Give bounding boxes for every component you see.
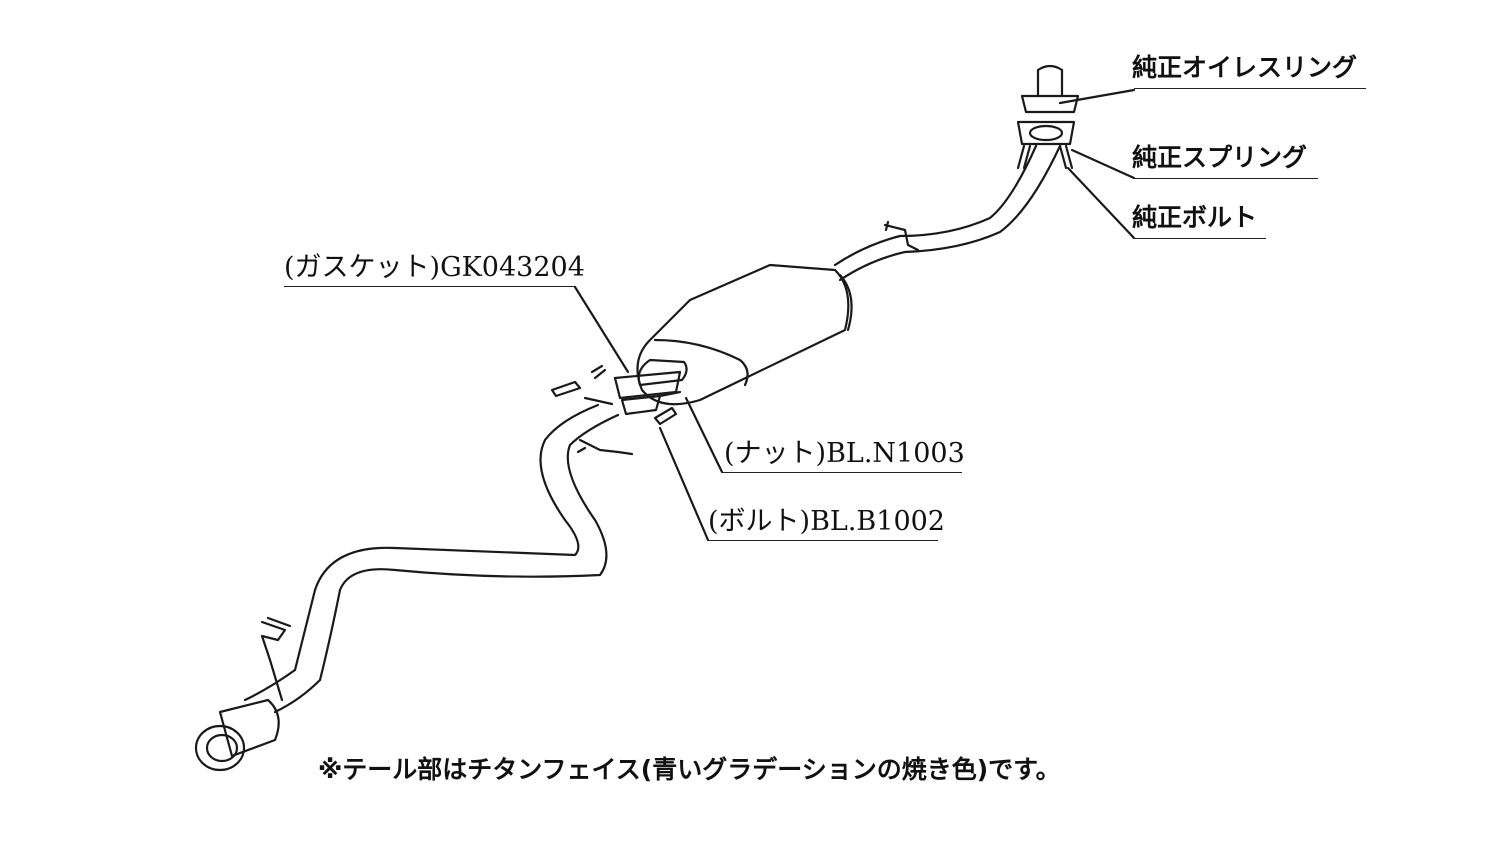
leader-bolt-stock xyxy=(1066,166,1136,240)
tail-body xyxy=(218,698,280,758)
muffler-outlet xyxy=(637,358,688,387)
underline-bolt xyxy=(708,540,938,541)
label-nut: (ナット)BL.N1003 xyxy=(724,438,965,469)
bolt-piece-1 xyxy=(550,380,582,398)
front-pipe-inner xyxy=(833,144,1038,267)
leader-oil-ring xyxy=(1058,88,1136,105)
spring-left xyxy=(1016,144,1032,170)
mid-pipe-outer xyxy=(318,413,620,682)
front-hanger xyxy=(883,220,920,252)
mid-pipe-inner xyxy=(293,403,600,672)
inlet-pipe xyxy=(1036,64,1064,98)
underline-gasket xyxy=(284,286,576,287)
tail-pipe-outer xyxy=(273,678,322,714)
tail-tip xyxy=(194,724,246,772)
label-gasket: (ガスケット)GK043204 xyxy=(284,252,585,283)
bolt-piece-2 xyxy=(590,364,607,380)
leader-nut xyxy=(684,396,724,474)
leader-bolt xyxy=(658,426,710,542)
spring-right xyxy=(1058,144,1074,170)
upper-flange xyxy=(1020,94,1080,114)
underline-spring xyxy=(1134,178,1318,179)
label-bolt-stock: 純正ボルト xyxy=(1132,203,1258,232)
lower-flange xyxy=(1016,120,1076,146)
underline-oil-ring xyxy=(1134,88,1366,89)
bolt-piece-4 xyxy=(658,390,682,398)
label-oil-ring: 純正オイレスリング xyxy=(1132,53,1358,82)
tail-note: ※テール部はチタンフェイス(青いグラデーションの焼き色)です。 xyxy=(318,755,1061,784)
underline-nut xyxy=(722,472,962,473)
tail-pipe-inner xyxy=(243,668,297,702)
underline-bolt-stock xyxy=(1134,238,1266,239)
leader-gasket xyxy=(573,285,630,374)
bolt-piece-3 xyxy=(653,406,678,426)
label-bolt: (ボルト)BL.B1002 xyxy=(708,506,945,537)
label-spring: 純正スプリング xyxy=(1132,143,1308,172)
tail-hanger xyxy=(260,616,292,702)
muffler-body xyxy=(636,263,850,406)
leader-spring xyxy=(1070,148,1136,180)
mid-hanger xyxy=(576,438,634,456)
front-pipe-outer xyxy=(838,144,1062,282)
